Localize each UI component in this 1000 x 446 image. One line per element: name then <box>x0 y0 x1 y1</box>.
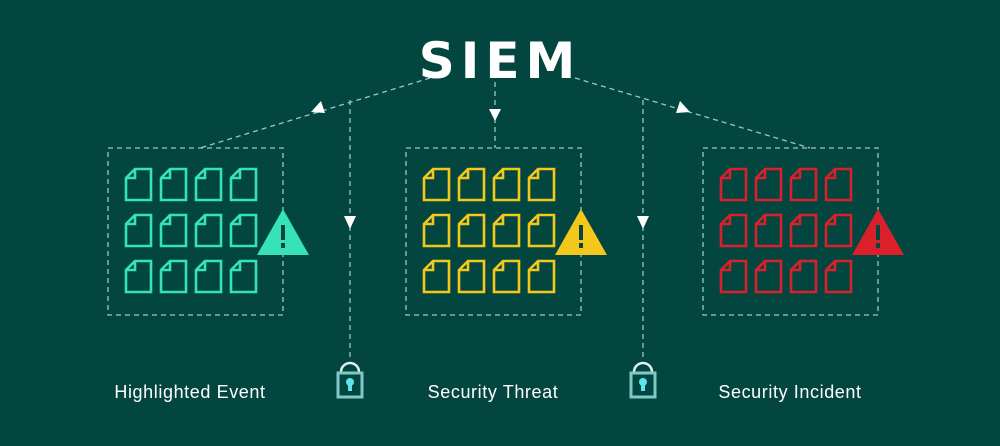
document-icon <box>492 259 521 294</box>
document-icon <box>527 167 556 202</box>
document-icon <box>824 259 853 294</box>
document-icon <box>229 213 258 248</box>
document-icon <box>754 259 783 294</box>
arrow-icon <box>637 216 649 229</box>
document-icon <box>159 167 188 202</box>
exclamation-mark <box>579 225 583 240</box>
label-security-incident: Security Incident <box>718 382 862 402</box>
document-icon <box>422 259 451 294</box>
connector-right <box>574 77 811 149</box>
label-highlighted-event: Highlighted Event <box>114 382 266 402</box>
document-icon <box>124 213 153 248</box>
exclamation-dot <box>579 243 583 248</box>
document-icon <box>492 167 521 202</box>
padlock-icon <box>629 371 657 399</box>
exclamation-mark <box>876 225 880 240</box>
document-icon <box>229 259 258 294</box>
document-icon <box>824 213 853 248</box>
document-icon <box>194 167 223 202</box>
arrow-icon <box>489 109 501 121</box>
connector-left <box>199 77 431 149</box>
keyhole-stem <box>348 383 352 391</box>
document-icon <box>422 213 451 248</box>
exclamation-mark <box>281 225 285 240</box>
document-icon <box>492 213 521 248</box>
document-icon <box>194 213 223 248</box>
document-icon <box>754 167 783 202</box>
document-icon <box>789 259 818 294</box>
arrow-icon <box>311 101 325 113</box>
document-icon <box>229 167 258 202</box>
keyhole-stem <box>641 383 645 391</box>
document-icon <box>719 213 748 248</box>
document-icon <box>159 259 188 294</box>
document-icon <box>124 259 153 294</box>
document-icon <box>159 213 188 248</box>
padlock-shackle <box>632 361 654 373</box>
siem-title: SIEM <box>418 32 582 90</box>
arrow-icon <box>676 101 690 113</box>
padlock-shackle <box>339 361 361 373</box>
document-icon <box>789 167 818 202</box>
document-icon <box>124 167 153 202</box>
exclamation-dot <box>876 243 880 248</box>
padlock-icon <box>336 371 364 399</box>
document-icon <box>789 213 818 248</box>
label-security-threat: Security Threat <box>427 382 559 402</box>
document-icon <box>527 213 556 248</box>
exclamation-dot <box>281 243 285 248</box>
document-icon <box>754 213 783 248</box>
arrow-icon <box>344 216 356 229</box>
document-icon <box>457 167 486 202</box>
document-icon <box>719 259 748 294</box>
document-icon <box>457 213 486 248</box>
document-icon <box>194 259 223 294</box>
document-icon <box>527 259 556 294</box>
document-icon <box>422 167 451 202</box>
document-icon <box>824 167 853 202</box>
document-icon <box>719 167 748 202</box>
document-icon <box>457 259 486 294</box>
